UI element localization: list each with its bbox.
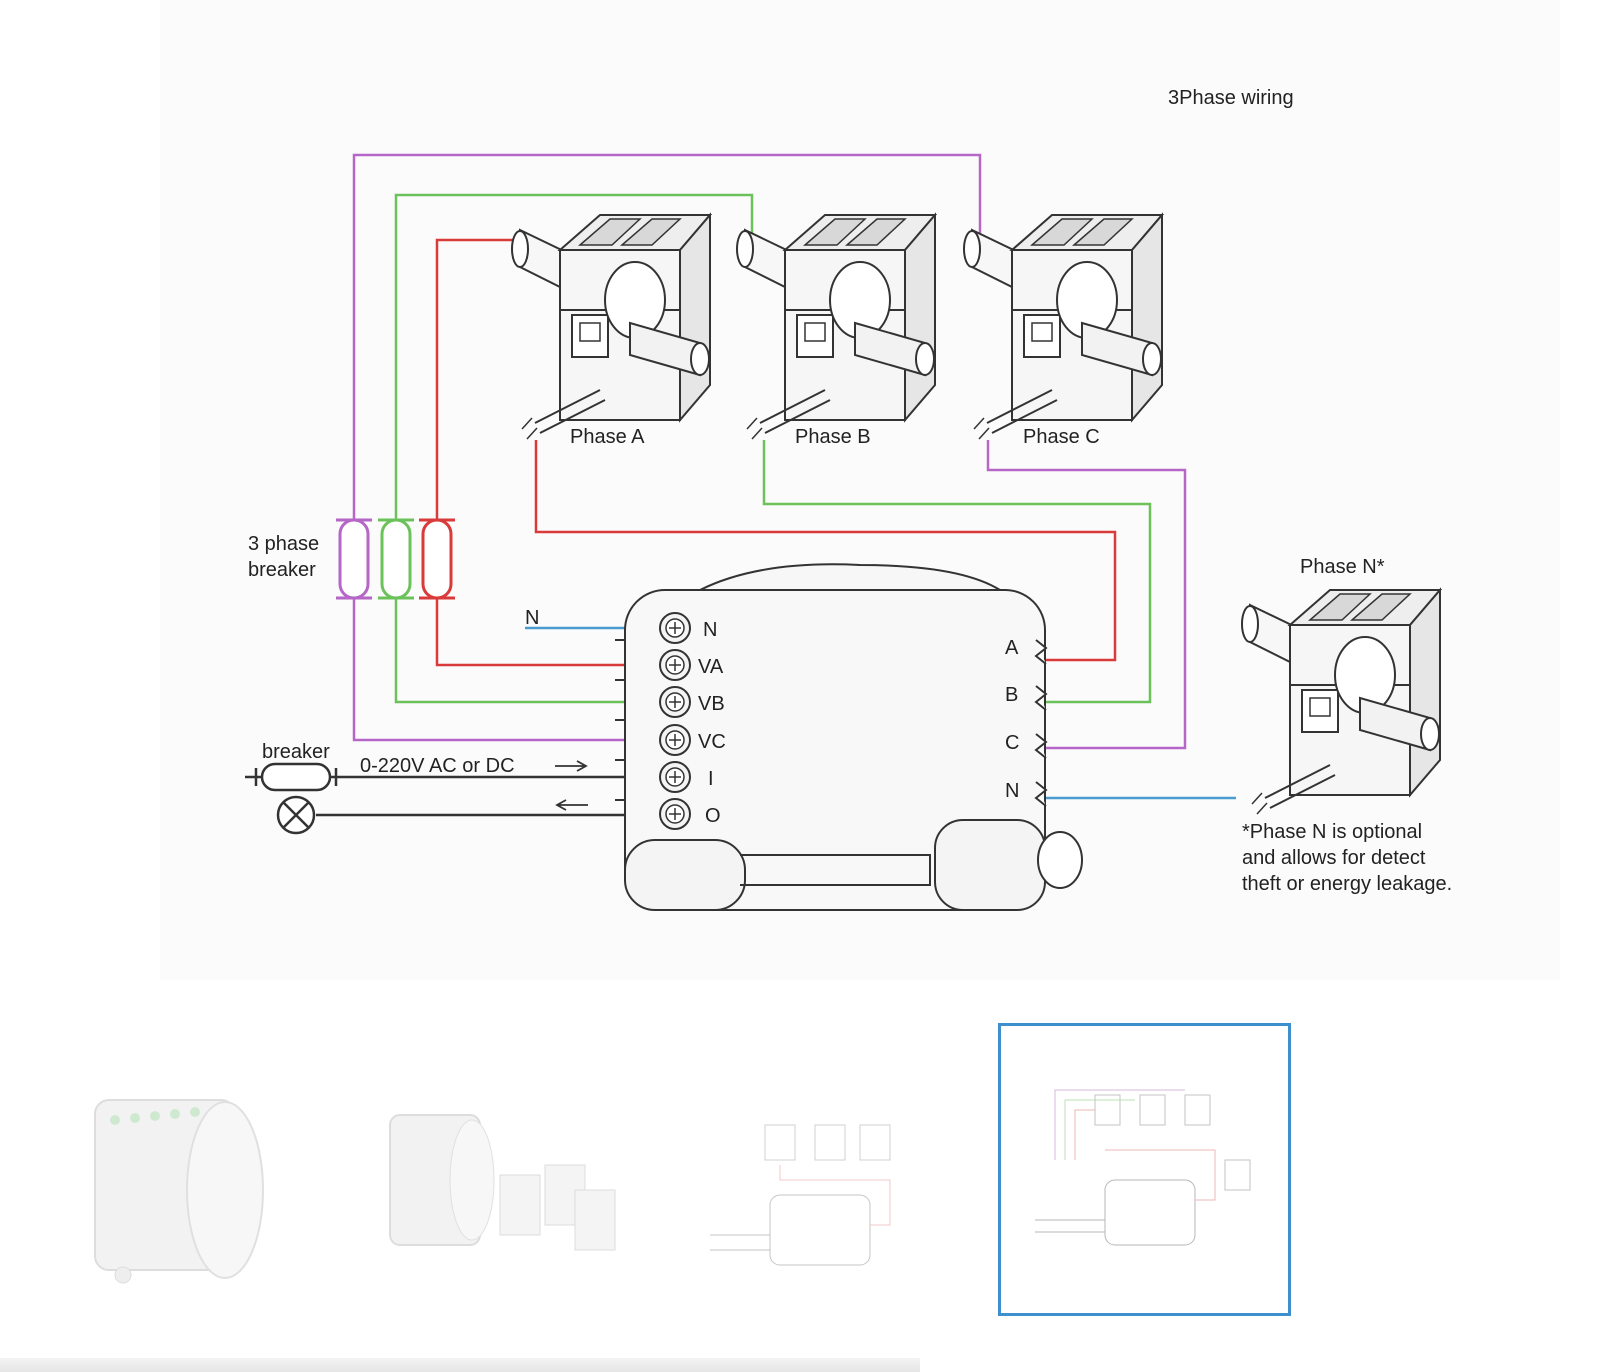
phase-b-wire <box>394 193 1152 704</box>
terminal-o: O <box>705 805 721 827</box>
phase-c-wire <box>352 153 1187 750</box>
terminal-vc: VC <box>698 731 726 753</box>
phase-c-label: Phase C <box>1023 426 1100 448</box>
thumbnail-gallery <box>0 1023 1602 1350</box>
supply-circuit <box>245 760 625 817</box>
phase-a-label: Phase A <box>570 426 645 448</box>
phase-b-label: Phase B <box>795 426 871 448</box>
lamp-icon <box>276 795 316 835</box>
note-line2: and allows for detect <box>1242 847 1426 869</box>
terminal-n-left: N <box>703 619 717 641</box>
ct-clamp-phase-c <box>963 214 1163 440</box>
thumbnail-single-phase-wiring[interactable] <box>665 1040 955 1330</box>
neutral-wire <box>525 626 1236 800</box>
breaker-group-label-line1: 3 phase <box>248 533 319 555</box>
three-phase-breaker <box>336 518 455 600</box>
breaker-group-label-line2: breaker <box>248 559 316 581</box>
device-with-clamps-image <box>389 1114 616 1251</box>
phase-n-label: Phase N* <box>1300 556 1385 578</box>
note-line1: *Phase N is optional <box>1242 821 1422 843</box>
note-line3: theft or energy leakage. <box>1242 873 1452 895</box>
ct-clamp-phase-n <box>1241 589 1441 815</box>
terminal-n-right: N <box>1005 780 1019 802</box>
breaker-label: breaker <box>262 741 330 763</box>
thumbnail-device-front[interactable] <box>30 1040 320 1330</box>
three-phase-wiring-image <box>1034 1089 1250 1245</box>
supply-label: 0-220V AC or DC <box>360 755 515 777</box>
terminal-b: B <box>1005 684 1018 706</box>
terminal-a: A <box>1005 637 1019 659</box>
neutral-input-label: N <box>525 607 539 629</box>
ct-clamp-phase-b <box>736 214 936 440</box>
phase-a-wire <box>435 238 1117 667</box>
bottom-scroll-bar <box>0 1358 920 1372</box>
terminal-vb: VB <box>698 693 725 715</box>
ct-clamp-phase-a <box>511 214 711 440</box>
terminal-i: I <box>708 768 714 790</box>
energy-meter-device <box>615 563 1083 911</box>
thumbnail-device-with-clamps[interactable] <box>345 1040 635 1330</box>
terminal-c: C <box>1005 732 1019 754</box>
single-phase-wiring-image <box>710 1124 891 1266</box>
device-front-image <box>94 1099 264 1284</box>
terminal-va: VA <box>698 656 724 678</box>
thumbnail-three-phase-wiring[interactable] <box>998 1023 1291 1316</box>
wiring-diagram: 3Phase wiring 3 phase breaker Phase A Ph… <box>245 87 1452 911</box>
diagram-title: 3Phase wiring <box>1168 87 1294 109</box>
